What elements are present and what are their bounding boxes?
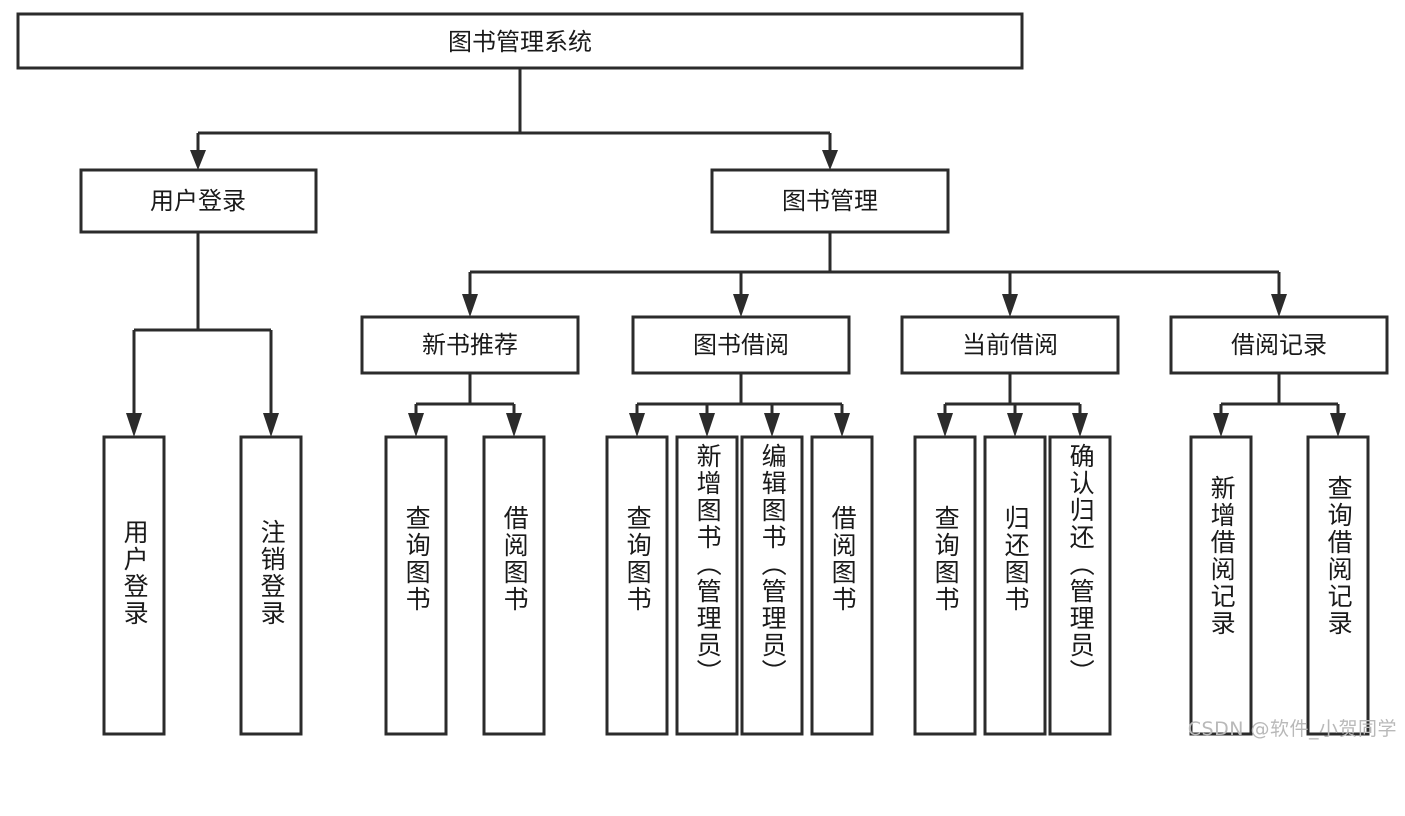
leaf-rect-borrow-book-2[interactable] <box>810 435 874 736</box>
node-root[interactable]: 图书管理系统 <box>16 12 1024 70</box>
arrow-head-current-borrow <box>1002 294 1018 317</box>
arrow-head-leaf-query-book-2 <box>629 413 645 437</box>
node-user-login[interactable]: 用户登录 <box>79 168 318 234</box>
node-current-borrow[interactable]: 当前借阅 <box>900 315 1120 375</box>
leaf-rect-logout[interactable] <box>239 435 303 736</box>
node-borrow-record-rect[interactable] <box>1169 315 1389 375</box>
arrow-head-borrow-record <box>1271 294 1287 317</box>
arrow-head-leaf-borrow-book-2 <box>834 413 850 437</box>
connector-group-borrowrecord <box>1213 373 1346 437</box>
flowchart-svg: 图书管理系统 用户登录 图书管理 新书推荐 图书借阅 当前借阅 借阅记录 <box>16 12 1389 736</box>
arrow-head-new-book-recommend <box>462 294 478 317</box>
node-book-manage-rect[interactable] <box>710 168 950 234</box>
leaf-rect-edit-book[interactable] <box>740 435 804 736</box>
node-root-label: 图书管理系统 <box>448 28 592 56</box>
node-current-borrow-label: 当前借阅 <box>962 331 1058 359</box>
arrow-head-leaf-logout <box>263 413 279 437</box>
arrow-head-leaf-query-book-3 <box>937 413 953 437</box>
node-root-rect[interactable] <box>16 12 1024 70</box>
connector-group-root <box>190 68 838 170</box>
node-new-book-recommend-rect[interactable] <box>360 315 580 375</box>
arrow-head-bookmanage <box>822 150 838 170</box>
node-borrow-record[interactable]: 借阅记录 <box>1169 315 1389 375</box>
node-book-manage-label: 图书管理 <box>782 187 878 215</box>
node-new-book-recommend-label: 新书推荐 <box>422 331 518 359</box>
arrow-head-leaf-query-record <box>1330 413 1346 437</box>
connector-group-currentborrow <box>937 373 1088 437</box>
arrow-head-leaf-user-login <box>126 413 142 437</box>
connector-group-newbook <box>408 373 522 437</box>
node-book-borrow-rect[interactable] <box>631 315 851 375</box>
csdn-watermark: CSDN @软件_小贺同学 <box>1187 718 1397 740</box>
arrow-head-book-borrow <box>733 294 749 317</box>
arrow-head-leaf-confirm-return <box>1072 413 1088 437</box>
node-book-borrow-label: 图书借阅 <box>693 331 789 359</box>
connector-group-bookmanage <box>462 232 1287 317</box>
leaf-rect-query-book-2[interactable] <box>605 435 669 736</box>
arrow-head-leaf-query-book-1 <box>408 413 424 437</box>
arrow-head-leaf-borrow-book-1 <box>506 413 522 437</box>
arrow-head-leaf-add-book <box>699 413 715 437</box>
node-borrow-record-label: 借阅记录 <box>1231 331 1327 359</box>
leaf-rect-user-login[interactable] <box>102 435 166 736</box>
connector-group-userlogin <box>126 232 279 437</box>
leaf-rect-add-record[interactable] <box>1189 435 1253 736</box>
leaf-rect-query-book-1[interactable] <box>384 435 448 736</box>
arrow-head-leaf-add-record <box>1213 413 1229 437</box>
node-current-borrow-rect[interactable] <box>900 315 1120 375</box>
leaf-rect-return-book[interactable] <box>983 435 1047 736</box>
flowchart-canvas: 图书管理系统 用户登录 图书管理 新书推荐 图书借阅 当前借阅 借阅记录 <box>16 12 1397 740</box>
node-new-book-recommend[interactable]: 新书推荐 <box>360 315 580 375</box>
arrow-head-userlogin <box>190 150 206 170</box>
leaf-rect-query-record[interactable] <box>1306 435 1370 736</box>
arrow-head-leaf-return-book <box>1007 413 1023 437</box>
leaf-rect-add-book[interactable] <box>675 435 739 736</box>
arrow-head-leaf-edit-book <box>764 413 780 437</box>
leaf-rect-borrow-book-1[interactable] <box>482 435 546 736</box>
connector-group-bookborrow <box>629 373 850 437</box>
node-book-manage[interactable]: 图书管理 <box>710 168 950 234</box>
leaf-rect-confirm-return[interactable] <box>1048 435 1112 736</box>
node-book-borrow[interactable]: 图书借阅 <box>631 315 851 375</box>
leaf-rect-query-book-3[interactable] <box>913 435 977 736</box>
leaf-boxes <box>102 435 1370 736</box>
node-user-login-rect[interactable] <box>79 168 318 234</box>
node-user-login-label: 用户登录 <box>150 187 246 215</box>
